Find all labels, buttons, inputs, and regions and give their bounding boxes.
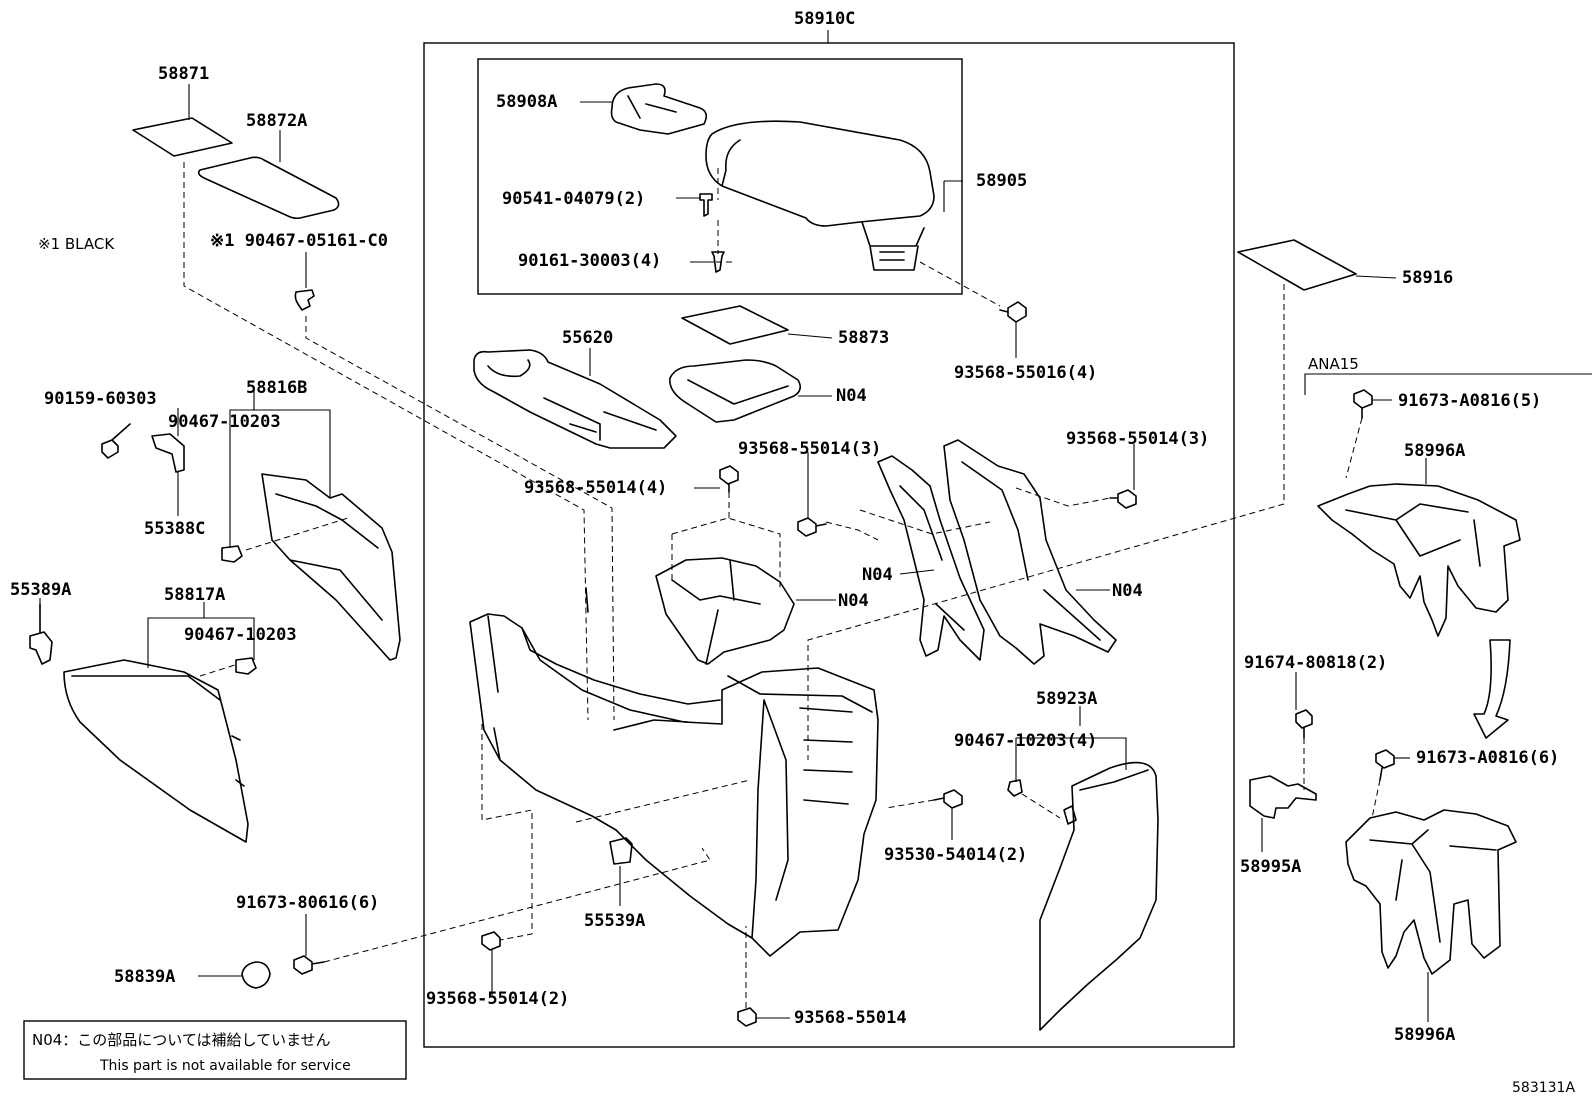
screw-93568-55014-3b [1109,489,1137,509]
label-58916: 58916 [1402,268,1453,288]
note-black: ※1 BLACK [38,235,115,253]
bracket-N04-left [877,455,985,661]
label-58910C: 58910C [794,9,855,29]
label-58872A: 58872A [246,111,307,131]
clip-90467-10203-4a [1007,779,1023,797]
label-93530-54014: 93530-54014(2) [884,845,1027,865]
assembly-frames [23,30,1592,1080]
assembly-lines [183,162,1381,1008]
label-55620: 55620 [562,328,613,348]
block-55539A [609,837,633,865]
label-55389A: 55389A [10,580,71,600]
label-93568-55014-2: 93568-55014(2) [426,989,569,1009]
screw-93568-55014-3a [797,517,827,537]
screw-91673-80616 [293,955,325,975]
label-93568-55014-4: 93568-55014(4) [524,478,667,498]
label-58817A: 58817A [164,585,225,605]
label-90161-30003: 90161-30003(4) [518,251,661,271]
label-90159-60303: 90159-60303 [44,389,157,409]
label-N04-bracket-right: N04 [1112,581,1143,601]
label-ANA15: ANA15 [1308,355,1359,373]
label-90467-10203-b: 90467-10203 [184,625,297,645]
screw-93568-55014-4 [719,465,739,493]
label-93568-55014-3a: 93568-55014(3) [738,439,881,459]
label-N04-bracket-left: N04 [862,565,893,585]
label-90467-10203-a: 90467-10203 [168,412,281,432]
cap-58839A [241,961,271,989]
screw-91673-A0816-6 [1375,749,1395,781]
label-91673-A0816-6: 91673-A0816(6) [1416,748,1559,768]
label-90467-05161: ※1 90467-05161-C0 [210,231,388,251]
armrest-lid-58905 [705,120,935,227]
label-91673-80616: 91673-80616(6) [236,893,379,913]
armrest-subassembly-frame [477,58,963,295]
legend-line-japanese: N04：この部品については補給していません [32,1031,331,1049]
bracket-58995A [1249,775,1317,819]
bracket-N04-right [943,439,1117,665]
label-58871: 58871 [158,64,209,84]
label-58996A-bottom: 58996A [1394,1025,1455,1045]
pad-58872A [197,156,340,220]
clip-90467-10203-4b [1063,805,1077,825]
pad-58916 [1237,239,1357,291]
label-90467-10203-4: 90467-10203(4) [954,731,1097,751]
screw-93568-55014-2 [481,931,501,951]
label-58923A: 58923A [1036,689,1097,709]
ana15-bracket [1304,373,1592,395]
bracket-58996A-bottom [1345,809,1517,975]
label-91673-A0816-5: 91673-A0816(5) [1398,391,1541,411]
bracket-58996A-top [1317,483,1521,637]
pad-58871 [132,117,233,157]
screw-90159 [101,423,131,459]
bracket-55388C [151,433,185,473]
panel-58923A [1039,761,1159,1031]
label-N04-tray: N04 [836,386,867,406]
armrest-hinge-58905 [861,221,925,271]
clip-90467-05161 [294,289,315,311]
console-body-main [469,587,879,957]
assembly-58910C-frame [423,42,1235,1048]
clip-90467-10203-a [221,545,243,563]
panel-58817A [63,659,249,843]
label-93568-55014: 93568-55014 [794,1008,907,1028]
label-93568-55016: 93568-55016(4) [954,363,1097,383]
screw-91673-A0816-5 [1353,389,1373,419]
label-58908A: 58908A [496,92,557,112]
screw-93568-55016 [999,301,1027,323]
clip-90467-10203-b [235,657,257,675]
label-58995A: 58995A [1240,857,1301,877]
arrow-icon [1473,639,1511,739]
label-55388C: 55388C [144,519,205,539]
label-58873: 58873 [838,328,889,348]
part-outlines [29,83,1521,1031]
hinge-58908A [610,83,708,135]
label-58905: 58905 [976,171,1027,191]
label-58816B: 58816B [246,378,307,398]
label-58839A: 58839A [114,967,175,987]
label-58996A-top: 58996A [1404,441,1465,461]
leader-lines [39,84,1429,1022]
screw-90161 [711,251,725,273]
screw-93530-54014 [933,789,963,809]
legend: N04：この部品については補給していません This part is not a… [32,1031,351,1074]
bracket-55389A [29,603,53,665]
screw-91674-80818 [1295,709,1313,739]
label-90541-04079: 90541-04079(2) [502,189,645,209]
tray-N04 [669,359,802,423]
legend-line-english: This part is not available for service [99,1058,351,1074]
label-93568-55014-3b: 93568-55014(3) [1066,429,1209,449]
label-91674-80818: 91674-80818(2) [1244,653,1387,673]
label-55539A: 55539A [584,911,645,931]
legend-box [23,1020,407,1080]
cupholder-55620 [473,349,677,449]
pad-58873 [681,305,789,345]
label-N04-console-box: N04 [838,591,869,611]
diagram-reference-number: 583131A [1512,1080,1575,1096]
part-labels: 58910C 58871 58872A ※1 BLACK ※1 90467-05… [10,9,1559,1045]
screw-93568-55014 [737,1007,757,1027]
screw-90541 [699,193,713,217]
console-box-N04 [655,557,795,665]
